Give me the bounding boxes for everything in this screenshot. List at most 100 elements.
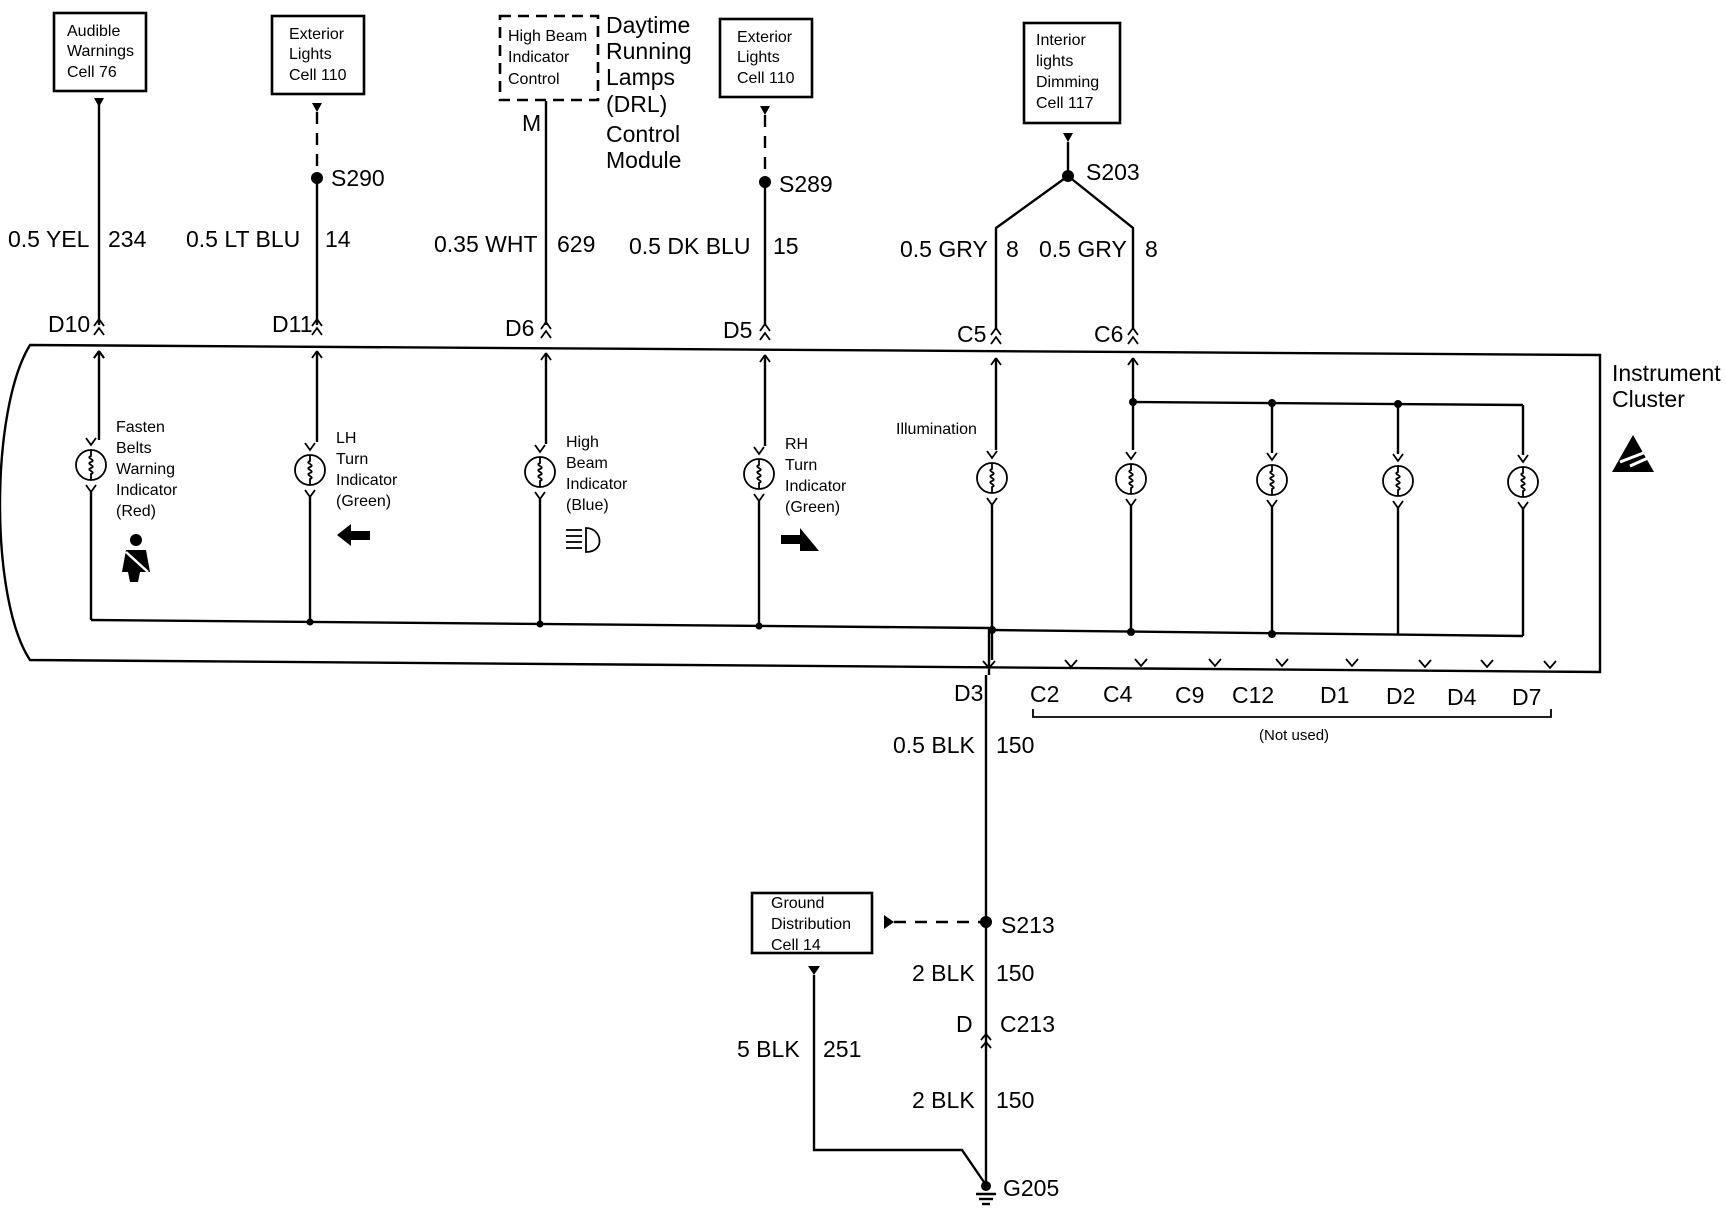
splice-s290: S290	[331, 165, 385, 191]
exterior-lights-left-line2: Lights	[289, 46, 332, 63]
wire-circuit-15: 15	[773, 233, 799, 259]
rh-turn-bulb-icon	[743, 446, 775, 502]
drl-control-line2: Indicator	[508, 49, 570, 66]
wire-gauge-color-gry1: 0.5 GRY	[900, 236, 988, 262]
ground-distribution-line3: Cell 14	[771, 937, 821, 954]
pin-c5: C5	[957, 321, 986, 347]
connector-c213: C213	[1000, 1011, 1055, 1037]
connector-arrow-icon	[760, 106, 770, 115]
pin-c6: C6	[1094, 321, 1123, 347]
illumination-bulb-icon	[1382, 453, 1414, 509]
illumination-label: Illumination	[896, 421, 977, 438]
exterior-lights-left-line1: Exterior	[289, 26, 345, 43]
pin-c12: C12	[1232, 682, 1274, 708]
pin-d2: D2	[1386, 683, 1415, 709]
ground-symbol-icon	[976, 1181, 996, 1206]
audible-warnings-line3: Cell 76	[67, 64, 117, 81]
interior-dimming-line1: Interior	[1036, 32, 1086, 49]
high-beam-line1: High	[566, 434, 599, 451]
drl-module-line3: Lamps	[606, 64, 675, 90]
fasten-belts-line4: Indicator	[116, 482, 178, 499]
wire-gauge-color-gry2: 0.5 GRY	[1039, 236, 1127, 262]
drl-control-line3: Control	[508, 71, 560, 88]
wire-gauge-color-wht: 0.35 WHT	[434, 231, 538, 257]
exterior-lights-left-line3: Cell 110	[289, 67, 347, 84]
drl-control-line1: High Beam	[508, 28, 587, 45]
splice-s213-dot	[980, 916, 992, 928]
connector-arrow-icon	[1063, 133, 1073, 142]
wire-circuit-234: 234	[108, 226, 147, 252]
instrument-cluster-label-line1: Instrument	[1612, 360, 1721, 386]
wire-gauge-color-blk5: 5 BLK	[737, 1036, 800, 1062]
pin-d6: D6	[505, 315, 534, 341]
rh-turn-line1: RH	[785, 436, 808, 453]
lh-turn-line3: Indicator	[336, 472, 398, 489]
connector-arrow-icon	[808, 966, 820, 975]
pin-d10: D10	[48, 311, 90, 337]
rh-turn-label: RH Turn Indicator (Green)	[785, 436, 847, 516]
wire-circuit-8-c6: 8	[1145, 236, 1158, 262]
instrument-cluster-outline	[0, 343, 1602, 674]
interior-dimming-box: Interior lights Dimming Cell 117	[1022, 21, 1122, 125]
seatbelt-icon	[122, 534, 150, 582]
wire-gauge-color-ltblu: 0.5 LT BLU	[186, 226, 300, 252]
pin-d7: D7	[1512, 684, 1541, 710]
wire-gauge-color-yel: 0.5 YEL	[8, 226, 90, 252]
exterior-lights-right-line2: Lights	[737, 49, 780, 66]
wire-circuit-14: 14	[325, 226, 351, 252]
high-beam-bulb-icon	[524, 444, 556, 500]
audible-warnings-line1: Audible	[67, 23, 120, 40]
fasten-belts-line1: Fasten	[116, 419, 165, 436]
rh-turn-line3: Indicator	[785, 478, 847, 495]
illumination-bulb-icon	[1115, 451, 1147, 507]
wire-circuit-150-c: 150	[996, 1087, 1034, 1113]
fasten-belts-line3: Warning	[116, 461, 175, 478]
fasten-belts-line2: Belts	[116, 440, 152, 457]
ground-distribution-box: Ground Distribution Cell 14	[750, 891, 874, 955]
splice-s213: S213	[1001, 912, 1055, 938]
exterior-lights-right-box: Exterior Lights Cell 110	[718, 17, 814, 99]
interior-dimming-line3: Dimming	[1036, 74, 1099, 91]
interior-dimming-line4: Cell 117	[1036, 95, 1094, 112]
lh-turn-bulb-icon	[294, 442, 326, 498]
wire-gauge-color-blk2b: 2 BLK	[912, 1087, 975, 1113]
rh-turn-line4: (Green)	[785, 499, 840, 516]
high-beam-line2: Beam	[566, 455, 608, 472]
rh-turn-line2: Turn	[785, 457, 817, 474]
wire-circuit-150-b: 150	[996, 960, 1034, 986]
audible-warnings-line2: Warnings	[67, 43, 134, 60]
fasten-belts-line5: (Red)	[116, 503, 156, 520]
not-used-bracket	[1032, 709, 1552, 718]
splice-s289: S289	[779, 171, 833, 197]
lh-turn-line2: Turn	[336, 451, 368, 468]
pin-d5: D5	[723, 317, 752, 343]
drl-module-line5: Control	[606, 121, 680, 147]
wire-circuit-150-a: 150	[996, 732, 1034, 758]
instrument-cluster-label-line2: Cluster	[1612, 386, 1685, 412]
lh-turn-line4: (Green)	[336, 493, 391, 510]
drl-module-line4: (DRL)	[606, 91, 667, 117]
instrument-cluster-label: Instrument Cluster	[1612, 360, 1721, 412]
connector-arrow-icon	[312, 103, 322, 112]
left-arrow-icon	[337, 524, 370, 546]
exterior-lights-left-box: Exterior Lights Cell 110	[270, 14, 366, 96]
fasten-belts-bulb-icon	[75, 437, 107, 493]
pin-c2: C2	[1030, 681, 1059, 707]
wire-circuit-8-c5: 8	[1006, 236, 1019, 262]
pin-c9: C9	[1175, 682, 1204, 708]
pin-c213-d: D	[956, 1011, 973, 1037]
drl-module-line2: Running	[606, 38, 692, 64]
wire-gauge-color-blk2a: 2 BLK	[912, 960, 975, 986]
pin-c4: C4	[1103, 681, 1133, 707]
high-beam-icon	[566, 527, 601, 553]
wire-gauge-color-dkblu: 0.5 DK BLU	[629, 233, 750, 259]
audible-warnings-box: Audible Warnings Cell 76	[52, 11, 148, 93]
illumination-bulb-icon	[1256, 452, 1288, 508]
pin-d11: D11	[272, 311, 313, 337]
wire-circuit-629: 629	[557, 231, 595, 257]
ground-g205: G205	[1003, 1175, 1059, 1201]
not-used-label: (Not used)	[1259, 727, 1329, 744]
drl-module-line1: Daytime	[606, 12, 690, 38]
exterior-lights-right-line3: Cell 110	[737, 70, 795, 87]
